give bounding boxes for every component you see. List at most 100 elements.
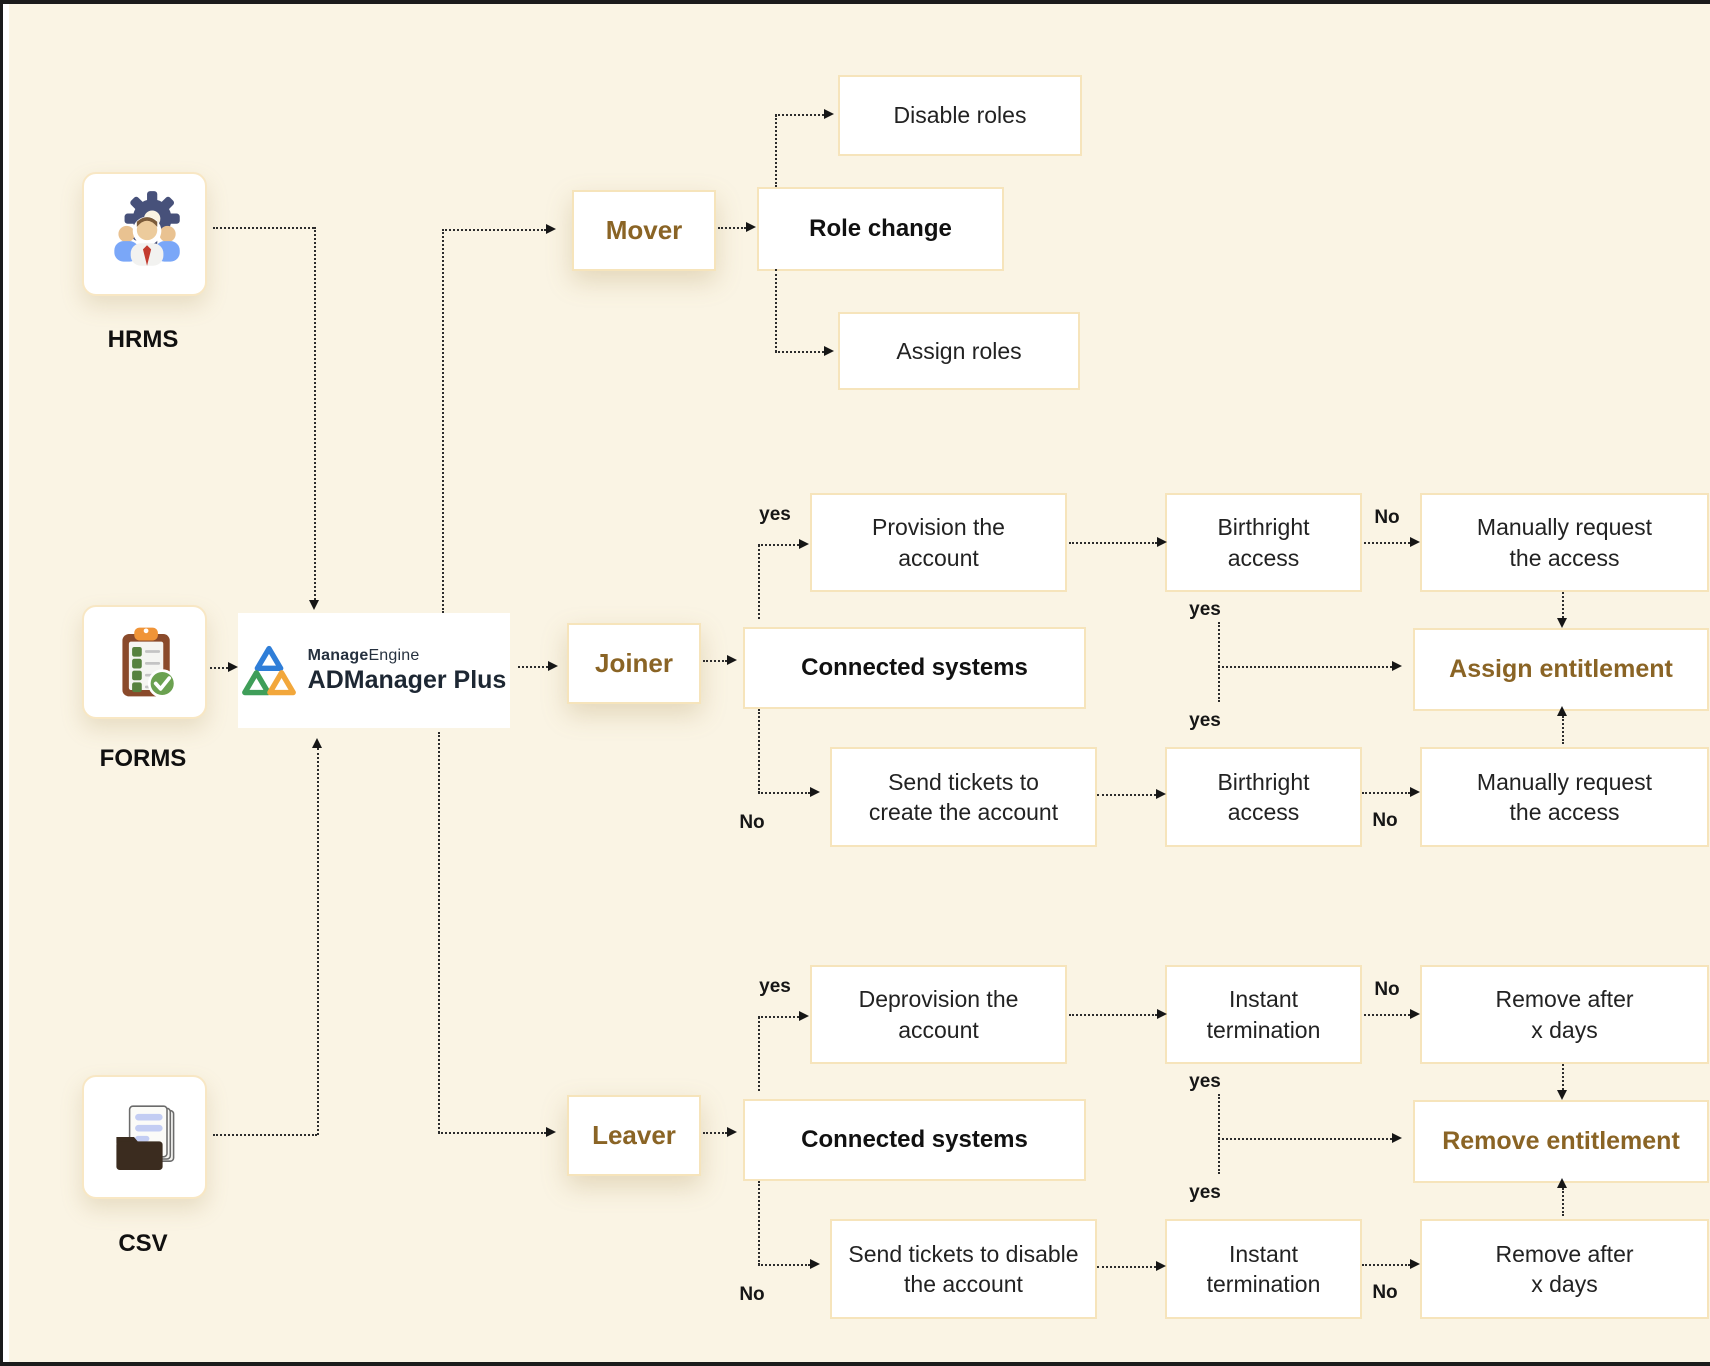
flow-box-connected-systems-joiner: Connected systems xyxy=(743,627,1086,709)
label-yes-joiner-junction-top: yes xyxy=(1189,599,1221,620)
label-yes-joiner-junction-bottom: yes xyxy=(1189,710,1221,731)
edge-forms-to-hub xyxy=(210,667,228,669)
flow-box-send-tickets-create: Send tickets to create the account xyxy=(830,747,1097,847)
label-no-leaver-top: No xyxy=(1374,979,1400,1000)
arrowhead-manually-bottom xyxy=(1410,787,1420,797)
flow-box-birthright-access-bottom: Birthright access xyxy=(1165,747,1362,847)
edge-role-down-horizontal xyxy=(775,351,824,353)
edge-send-to-instant xyxy=(1097,1266,1156,1268)
arrowhead-instant-bottom xyxy=(1156,1261,1166,1271)
arrowhead-assign-from-top xyxy=(1557,618,1567,628)
edge-manually-to-assign xyxy=(1562,592,1564,618)
label-no-leaver-elbow: No xyxy=(739,1284,765,1305)
arrowhead-to-leaver xyxy=(546,1127,556,1137)
edge-leaver-yes-horizontal xyxy=(758,1016,799,1018)
edge-joiner-junction-vertical xyxy=(1218,622,1220,702)
edge-manually-bottom-to-assign xyxy=(1562,716,1564,744)
edge-joiner-junction-branch xyxy=(1218,666,1392,668)
edge-csv-horizontal xyxy=(213,1134,317,1136)
edge-leaver-junction-vertical xyxy=(1218,1094,1220,1174)
arrowhead-disable-roles xyxy=(824,109,834,119)
edge-hrms-vertical xyxy=(314,227,316,600)
edge-role-down-vertical xyxy=(775,269,777,352)
product-name: ADManager Plus xyxy=(307,665,507,694)
arrowhead-remove-from-bottom xyxy=(1557,1178,1567,1188)
edge-send-to-birthright xyxy=(1097,794,1156,796)
edge-birthright-no-bottom xyxy=(1362,792,1410,794)
admanager-plus-box: ManageEngine ADManager Plus xyxy=(238,613,510,728)
arrowhead-forms-to-hub xyxy=(228,662,238,672)
left-border xyxy=(0,0,3,1366)
edge-role-up-horizontal xyxy=(775,114,824,116)
left-gutter xyxy=(3,4,9,1362)
bottom-border xyxy=(0,1362,1710,1366)
edge-instant-no-top xyxy=(1364,1014,1410,1016)
flow-box-birthright-access-top: Birthright access xyxy=(1165,493,1362,592)
label-no-joiner-bottom: No xyxy=(1372,810,1398,831)
label-yes-leaver-elbow: yes xyxy=(759,976,791,997)
manageengine-brand: ManageEngine xyxy=(308,647,507,665)
hrms-people-gear-icon xyxy=(113,191,180,266)
arrowhead-remove-from-top xyxy=(1557,1090,1567,1100)
flow-box-remove-after-top: Remove after x days xyxy=(1420,965,1709,1064)
arrowhead-remove-after-top xyxy=(1410,1009,1420,1019)
arrowhead-csv-to-hub xyxy=(312,738,322,748)
arrowhead-remove-entitlement xyxy=(1392,1133,1402,1143)
flow-box-manually-request-top: Manually request the access xyxy=(1420,493,1709,592)
arrowhead-instant-top xyxy=(1157,1009,1167,1019)
arrowhead-send-disable xyxy=(810,1259,820,1269)
arrowhead-assign-entitlement xyxy=(1392,661,1402,671)
edge-joiner-to-connected xyxy=(703,660,727,662)
edge-hub-to-mover-horizontal xyxy=(442,229,546,231)
edge-joiner-yes-vertical xyxy=(758,545,760,619)
flow-box-leaver: Leaver xyxy=(567,1095,701,1176)
flow-box-connected-systems-leaver: Connected systems xyxy=(743,1099,1086,1181)
arrowhead-remove-after-bottom xyxy=(1410,1259,1420,1269)
flow-box-deprovision-account: Deprovision the account xyxy=(810,965,1067,1064)
label-yes-joiner-elbow: yes xyxy=(759,504,791,525)
edge-role-up-vertical xyxy=(775,115,777,187)
flow-box-instant-termination-top: Instant termination xyxy=(1165,965,1362,1064)
edge-leaver-yes-vertical xyxy=(758,1017,760,1091)
arrowhead-hrms-to-hub xyxy=(309,600,319,610)
flow-box-remove-after-bottom: Remove after x days xyxy=(1420,1219,1709,1319)
edge-csv-vertical xyxy=(317,748,319,1135)
edge-leaver-no-horizontal xyxy=(758,1264,810,1266)
edge-instant-no-bottom xyxy=(1362,1264,1410,1266)
edge-deprovision-to-instant xyxy=(1069,1014,1157,1016)
edge-hrms-horizontal xyxy=(213,227,314,229)
arrowhead-role-change xyxy=(746,222,756,232)
top-border xyxy=(0,0,1710,4)
arrowhead-to-joiner xyxy=(548,661,558,671)
edge-hub-to-leaver-horizontal xyxy=(438,1132,546,1134)
flow-box-disable-roles: Disable roles xyxy=(838,75,1082,156)
flow-box-joiner: Joiner xyxy=(567,623,701,704)
edge-joiner-yes-horizontal xyxy=(758,544,799,546)
arrowhead-assign-from-bottom xyxy=(1557,706,1567,716)
hrms-label: HRMS xyxy=(107,326,179,353)
edge-birthright-no-top xyxy=(1364,542,1410,544)
edge-remove-after-to-remove xyxy=(1562,1064,1564,1090)
forms-clipboard-icon xyxy=(121,627,176,698)
arrowhead-send-create xyxy=(810,787,820,797)
forms-card xyxy=(82,605,207,719)
arrowhead-provision xyxy=(799,539,809,549)
csv-label: CSV xyxy=(118,1230,168,1257)
flow-box-instant-termination-bottom: Instant termination xyxy=(1165,1219,1362,1319)
label-yes-leaver-junction-bottom: yes xyxy=(1189,1182,1221,1203)
edge-joiner-no-horizontal xyxy=(758,792,810,794)
manageengine-logo-icon xyxy=(241,645,296,695)
arrowhead-assign-roles xyxy=(824,346,834,356)
edge-leaver-junction-branch xyxy=(1218,1138,1392,1140)
edge-remove-after-bottom-to-remove xyxy=(1562,1188,1564,1216)
edge-joiner-no-vertical xyxy=(758,709,760,793)
flow-box-manually-request-bottom: Manually request the access xyxy=(1420,747,1709,847)
flow-box-provision-account: Provision the account xyxy=(810,493,1067,592)
csv-folder-files-icon xyxy=(115,1105,174,1170)
forms-label: FORMS xyxy=(99,745,187,772)
flow-box-send-tickets-disable: Send tickets to disable the account xyxy=(830,1219,1097,1319)
arrowhead-birthright-bottom xyxy=(1156,789,1166,799)
arrowhead-manually-top xyxy=(1410,537,1420,547)
flow-box-assign-roles: Assign roles xyxy=(838,312,1080,390)
arrowhead-to-mover xyxy=(546,224,556,234)
